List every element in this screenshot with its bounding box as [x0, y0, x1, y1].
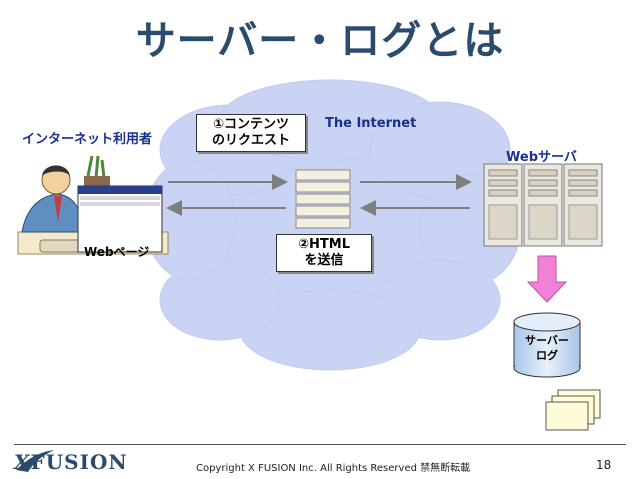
- html-callout-line2: を送信: [304, 253, 344, 268]
- logo-x: X: [14, 450, 31, 474]
- footer-divider: [14, 444, 626, 445]
- request-arrows: [166, 174, 472, 216]
- internet-label: The Internet: [325, 116, 417, 131]
- web-server-label: Webサーバ: [506, 150, 577, 165]
- server-log-database-icon: [513, 312, 581, 378]
- slide-title: サーバー・ログとは: [135, 18, 505, 64]
- user-label: インターネット利用者: [22, 132, 153, 147]
- logo-mark-icon: [16, 450, 54, 472]
- company-logo: XFUSION: [14, 450, 128, 474]
- html-callout-line1: ②HTML: [298, 237, 350, 252]
- copyright-text: Copyright X FUSION Inc. All Rights Reser…: [196, 463, 471, 474]
- browser-window: [77, 185, 163, 253]
- down-arrow-icon: [526, 255, 568, 303]
- request-callout: ①コンテンツ のリクエスト: [196, 114, 306, 152]
- request-callout-line1: ①コンテンツ: [212, 117, 289, 132]
- server-log-label: サーバー ログ: [514, 333, 580, 363]
- logo-text: FUSION: [30, 450, 128, 474]
- server-log-label-line1: サーバー: [525, 334, 569, 347]
- web-server-racks-icon: [483, 163, 603, 247]
- server-log-label-line2: ログ: [536, 349, 558, 362]
- webpage-label: Webページ: [84, 245, 150, 259]
- request-callout-line2: のリクエスト: [211, 133, 290, 148]
- router-stack-icon: [295, 169, 351, 229]
- log-documents-icon: [545, 389, 601, 431]
- html-callout: ②HTML を送信: [276, 234, 372, 272]
- page-number: 18: [596, 458, 612, 472]
